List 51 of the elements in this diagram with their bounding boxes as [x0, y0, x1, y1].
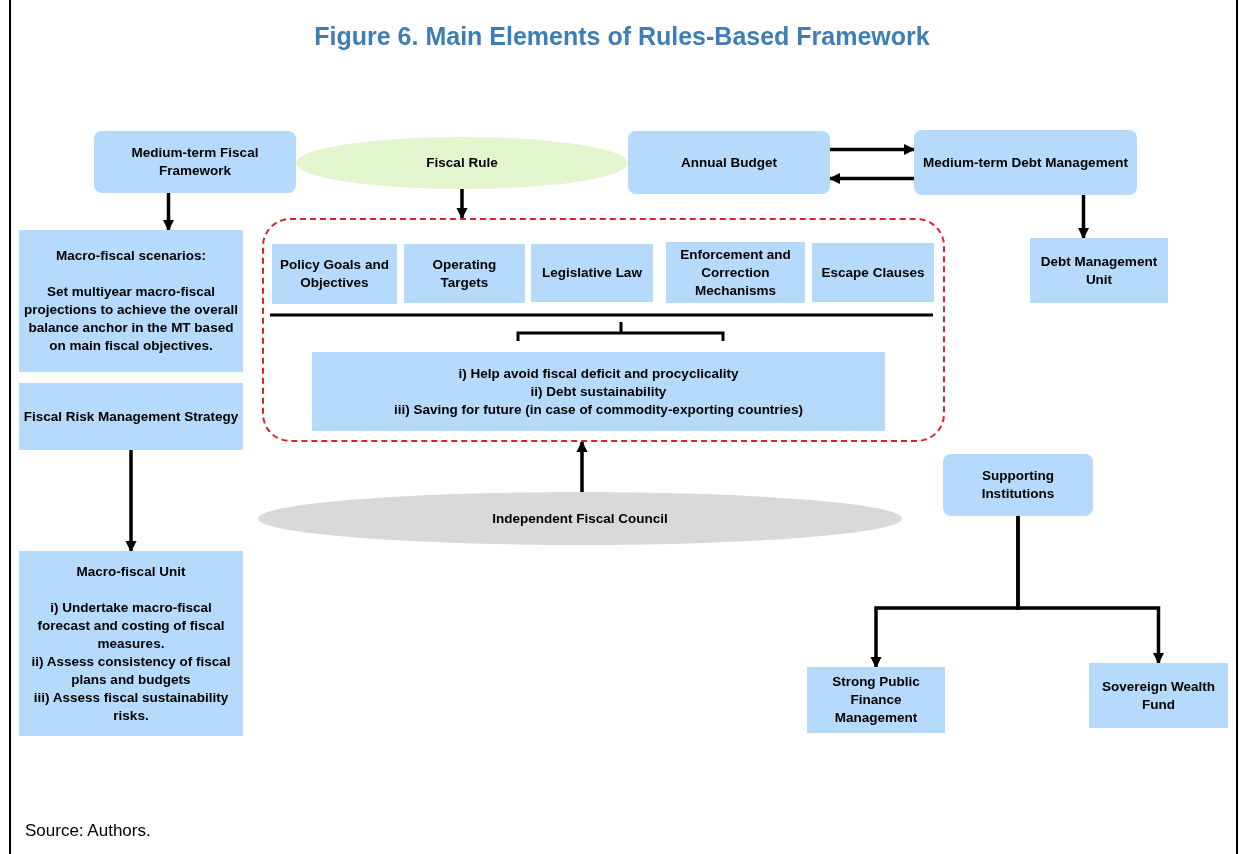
process-box: [94, 131, 296, 193]
process-box: [943, 454, 1093, 516]
box-label: Macro-fiscal scenarios:: [55, 247, 207, 265]
box-label: Annual Budget: [681, 153, 777, 172]
box-label: Debt Management Unit: [1039, 252, 1159, 289]
box-label: Sovereign Wealth Fund: [1101, 677, 1216, 714]
arrow: [1016, 516, 1165, 665]
box-label: Operating Targets: [431, 255, 498, 292]
arrow: [125, 450, 137, 553]
arrow: [1077, 195, 1090, 240]
dashed-group-frame: [262, 218, 945, 442]
process-box: [914, 130, 1137, 195]
box-label: Medium-term Fiscal Framework: [130, 144, 260, 180]
box-label: Enforcement and Correction Mechanisms: [679, 245, 792, 300]
box-label: Policy Goals and Objectives: [279, 256, 390, 292]
element-box: [404, 244, 525, 303]
box-text: i) Undertake macro-fiscal forecast and costing of fiscal measures.: [36, 598, 226, 653]
objectives-box: [312, 352, 885, 431]
process-box: [19, 551, 243, 736]
box-label: Strong Public Finance Management: [831, 673, 921, 727]
process-box: [19, 383, 243, 450]
arrow: [828, 172, 914, 185]
element-box: [531, 244, 653, 302]
box-text: ii) Debt sustainability: [530, 382, 667, 401]
box-label: Independent Fiscal Council: [492, 509, 668, 528]
figure-title: Figure 6. Main Elements of Rules-Based Framework: [313, 21, 931, 52]
box-label: Macro-fiscal Unit: [76, 562, 186, 581]
arrow: [456, 189, 468, 220]
box-label: Supporting Institutions: [980, 467, 1056, 503]
element-box: [812, 243, 934, 302]
source-note: Source: Authors.: [25, 820, 151, 842]
box-label: Legislative Law: [542, 264, 642, 282]
arrow: [576, 440, 588, 492]
box-text: iii) Assess fiscal sustainability risks.: [32, 688, 230, 725]
process-box: [807, 667, 945, 733]
element-box: [666, 242, 805, 303]
element-box: [272, 244, 397, 304]
box-label: Medium-term Debt Management: [923, 153, 1128, 172]
box-text: Set multiyear macro-fiscal projections to achieve the overall balance anchor in the MT based on main fiscal objectives.: [23, 283, 239, 355]
process-box: [1089, 663, 1228, 728]
box-label: Fiscal Risk Management Strategy: [23, 407, 239, 426]
box-label: Escape Clauses: [821, 263, 925, 282]
process-box: [1030, 238, 1168, 303]
box-label: i) Help avoid fiscal deficit and procyclicality: [458, 364, 739, 383]
box-text: iii) Saving for future (in case of commodity-exporting countries): [394, 400, 803, 419]
arrow: [830, 143, 916, 156]
rule-ellipse: [296, 137, 628, 189]
process-box: [628, 131, 830, 194]
arrow: [162, 193, 175, 232]
process-box: [19, 230, 243, 372]
box-label: Fiscal Rule: [426, 154, 498, 172]
